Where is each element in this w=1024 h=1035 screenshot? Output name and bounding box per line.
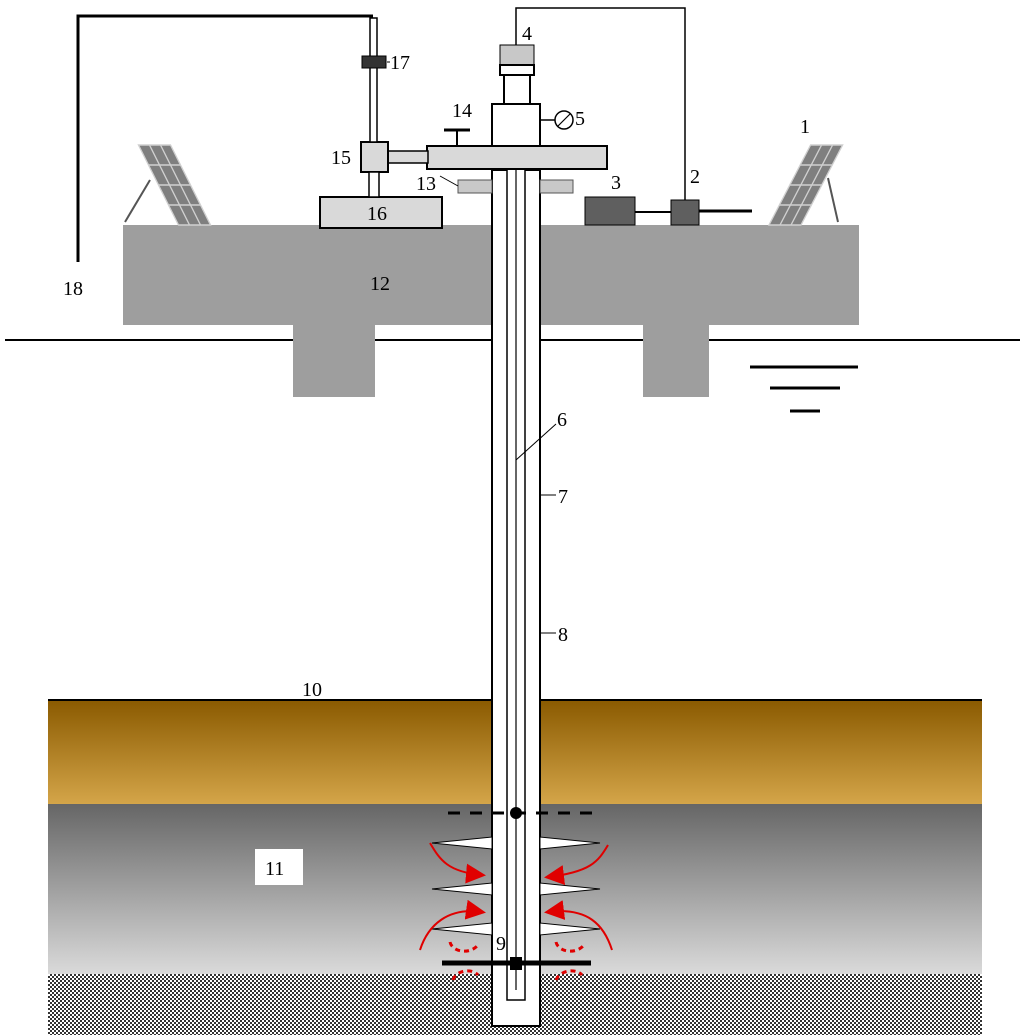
label-6: 6 [557,409,567,431]
label-7: 7 [558,486,568,508]
gas-line-18 [76,14,373,262]
label-13: 13 [416,173,436,195]
label-17: 17 [390,52,410,74]
label-15: 15 [331,147,351,169]
pipe-15-16 [368,171,380,198]
flow-swirls [448,941,586,981]
water-level-symbol [750,365,858,413]
packer-9-upper [510,807,522,819]
label-11-box [255,849,303,885]
leader-lines [387,61,557,634]
gas-line-vertical [369,17,378,143]
separator-15 [360,141,389,173]
wellhead-body [491,103,541,147]
controller-box-3 [584,196,636,226]
label-2: 2 [690,166,700,188]
label-10: 10 [302,679,322,701]
flowline-header [426,145,608,170]
label-5: 5 [575,108,585,130]
flow-arrows [419,842,613,951]
solar-panel-left [124,144,212,226]
label-8: 8 [558,624,568,646]
pump-9 [510,957,522,970]
gauge-icon [540,110,574,130]
label-14: 14 [452,100,472,122]
flange-13-right [539,179,574,194]
cable-2-wellhead [515,7,686,200]
motor-4-base [499,64,535,76]
label-11: 11 [265,858,284,880]
perforations [431,836,601,936]
solar-panel-right [767,144,844,226]
label-3: 3 [611,172,621,194]
motor-4 [499,44,535,66]
label-18: 18 [63,278,83,300]
label-12: 12 [370,273,390,295]
meter-17 [361,55,387,69]
label-16: 16 [367,203,387,225]
control-unit-2 [670,199,700,226]
tank-16 [319,196,443,229]
label-1: 1 [800,116,810,138]
label-9: 9 [496,933,506,955]
leader-13 [439,175,459,187]
label-4: 4 [522,23,532,45]
valve-icon [444,128,470,146]
flowline-connector [387,150,429,164]
flange-13-left [457,179,493,194]
